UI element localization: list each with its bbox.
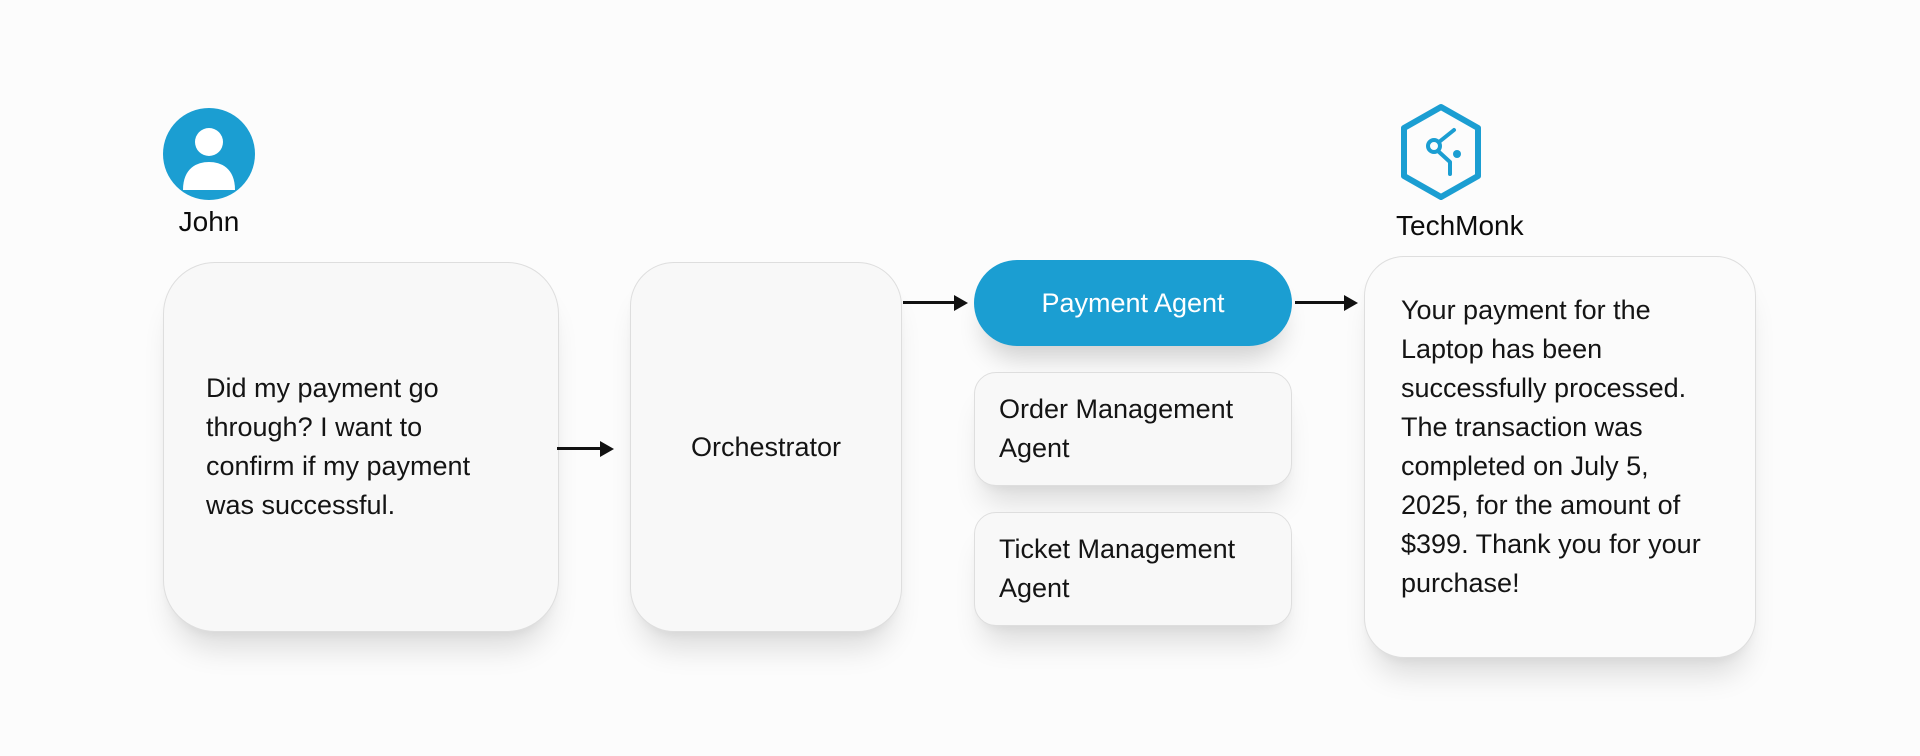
ticket-management-agent-label: Ticket Management Agent bbox=[999, 534, 1236, 603]
orchestrator-label: Orchestrator bbox=[690, 431, 842, 462]
payment-agent-label: Payment Agent bbox=[1041, 287, 1225, 318]
user-message-text: Did my payment go through? I want to con… bbox=[206, 373, 471, 520]
assistant-name-label: TechMonk bbox=[1396, 210, 1524, 241]
arrow-payment-agent-to-response bbox=[1295, 301, 1345, 304]
arrow-orchestrator-to-payment-agent bbox=[903, 301, 955, 304]
assistant-response-text: Your payment for the Laptop has been suc… bbox=[1401, 295, 1701, 598]
arrow-user-to-orchestrator bbox=[557, 447, 601, 450]
assistant-response-bubble: Your payment for the Laptop has been suc… bbox=[1364, 256, 1756, 658]
order-management-agent-label: Order Management Agent bbox=[999, 394, 1234, 463]
user-name-label: John bbox=[178, 206, 240, 237]
ticket-management-agent-node: Ticket Management Agent bbox=[974, 512, 1292, 626]
user-message-bubble: Did my payment go through? I want to con… bbox=[163, 262, 559, 632]
order-management-agent-node: Order Management Agent bbox=[974, 372, 1292, 486]
hexagon-circuit-icon bbox=[1398, 102, 1484, 202]
user-avatar bbox=[163, 108, 255, 200]
person-icon bbox=[163, 108, 255, 200]
payment-agent-node: Payment Agent bbox=[974, 260, 1292, 346]
orchestrator-node: Orchestrator bbox=[630, 262, 902, 632]
